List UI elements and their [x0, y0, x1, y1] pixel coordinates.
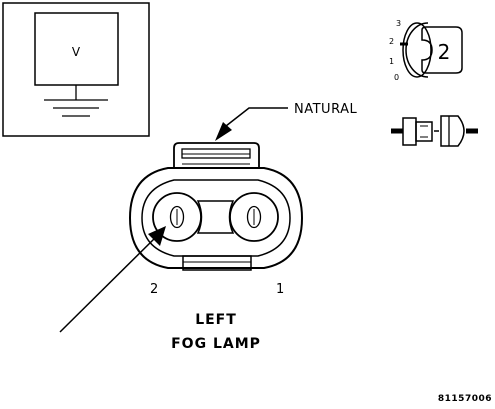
terminal-cavity-1	[229, 192, 279, 242]
connector-face: 2 1	[128, 142, 304, 297]
figure-id: 81157006	[438, 394, 492, 404]
scale-label: 3	[396, 19, 401, 28]
color-callout: NATURAL	[215, 102, 357, 141]
ground-icon	[44, 85, 108, 117]
connector-color-label: NATURAL	[294, 102, 357, 117]
connector-title-line1: LEFT	[195, 312, 237, 328]
pin-count: 2	[438, 40, 451, 64]
connector-side-view-icon	[391, 115, 478, 147]
scale-label: 2	[389, 37, 394, 46]
pin-count-key-icon: 3 2 1 0 2	[389, 19, 463, 82]
connector-title-line2: FOG LAMP	[171, 336, 261, 352]
scale-label: 1	[389, 57, 394, 66]
legend-box: V	[2, 2, 150, 137]
scale-label: 0	[394, 73, 399, 82]
voltage-letter: V	[72, 45, 81, 59]
pin-number-2: 2	[150, 282, 158, 297]
terminal-pointer-arrow	[59, 226, 166, 333]
pin-number-1: 1	[276, 282, 284, 297]
